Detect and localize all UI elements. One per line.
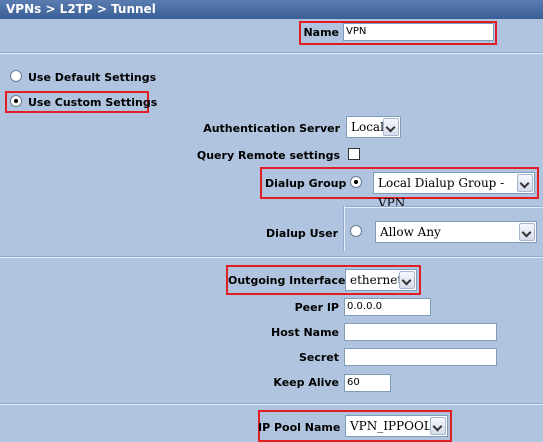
keep-alive-label: Keep Alive	[273, 376, 339, 389]
secret-label: Secret	[298, 351, 339, 364]
ip-pool-value: VPN_IPPOOL	[350, 419, 432, 433]
dialup-user-value: Allow Any	[380, 225, 441, 239]
name-highlight	[299, 21, 497, 45]
name-input[interactable]: VPN	[343, 23, 494, 41]
breadcrumb: VPNs > L2TP > Tunnel	[0, 0, 543, 19]
auth-server-value: Local	[351, 120, 384, 134]
name-label: Name	[303, 26, 339, 39]
divider	[0, 403, 543, 405]
ip-pool-highlight	[258, 410, 452, 442]
divider	[343, 206, 345, 251]
divider	[0, 256, 543, 258]
divider	[345, 206, 543, 208]
ip-pool-label: IP Pool Name	[258, 421, 341, 434]
host-name-input[interactable]	[344, 323, 497, 341]
dialup-group-value: Local Dialup Group - VPN	[378, 176, 505, 210]
dialup-group-select[interactable]: Local Dialup Group - VPN	[373, 172, 535, 210]
keep-alive-input[interactable]: 60	[344, 374, 391, 392]
dialup-group-highlight	[260, 167, 539, 199]
dialup-user-select[interactable]: Allow Any	[375, 221, 537, 243]
outgoing-interface-highlight	[226, 265, 421, 295]
peer-ip-input[interactable]: 0.0.0.0	[344, 298, 431, 316]
auth-server-select[interactable]: Local	[346, 116, 401, 138]
auth-server-label: Authentication Server	[203, 122, 340, 135]
chevron-down-icon[interactable]	[519, 223, 535, 241]
secret-input[interactable]	[344, 348, 497, 366]
divider	[0, 52, 543, 54]
default-settings-label: Use Default Settings	[28, 71, 157, 84]
chevron-down-icon[interactable]	[383, 118, 399, 136]
query-remote-checkbox[interactable]	[348, 148, 360, 160]
chevron-down-icon[interactable]	[517, 174, 533, 192]
outgoing-interface-select[interactable]: ethernet3	[345, 269, 417, 291]
chevron-down-icon[interactable]	[430, 417, 446, 435]
dialup-group-label: Dialup Group	[265, 177, 347, 190]
custom-settings-highlight	[5, 91, 149, 113]
dialup-group-radio[interactable]	[350, 176, 362, 188]
outgoing-interface-value: ethernet3	[350, 273, 410, 287]
query-remote-label: Query Remote settings	[196, 149, 340, 162]
custom-settings-label: Use Custom Settings	[28, 96, 158, 109]
peer-ip-label: Peer IP	[294, 301, 339, 314]
dialup-user-label: Dialup User	[266, 227, 338, 240]
default-settings-radio[interactable]	[10, 70, 22, 82]
ip-pool-select[interactable]: VPN_IPPOOL	[345, 415, 448, 437]
host-name-label: Host Name	[271, 326, 339, 339]
custom-settings-radio[interactable]	[10, 95, 22, 107]
dialup-user-radio[interactable]	[350, 225, 362, 237]
outgoing-interface-label: Outgoing Interface	[228, 274, 346, 287]
chevron-down-icon[interactable]	[399, 271, 415, 289]
